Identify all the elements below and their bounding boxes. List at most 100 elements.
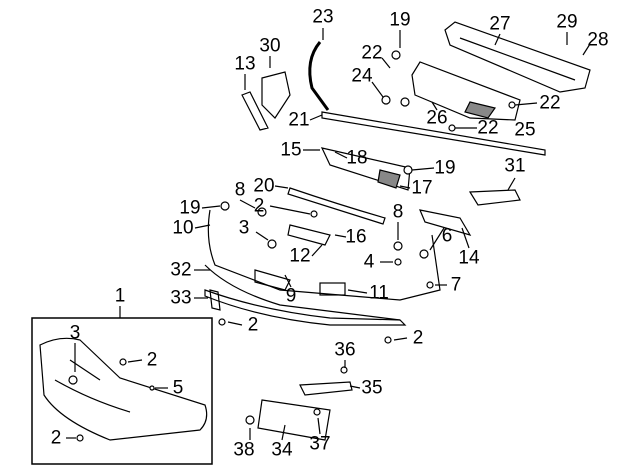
fasteners-part — [340, 366, 348, 374]
bumper-cover-assembly — [39, 337, 208, 441]
bracket-30 — [261, 71, 291, 119]
callout-label: 17 — [411, 177, 433, 199]
fasteners-part — [508, 101, 516, 109]
callout-label: 5 — [172, 377, 184, 399]
fasteners-part — [313, 408, 321, 416]
bumper-lower-edge — [204, 264, 401, 321]
callout-label: 3 — [238, 217, 250, 239]
leader-arrows-part — [514, 102, 538, 106]
leader-arrows-part — [371, 81, 384, 98]
callout-label: 6 — [441, 225, 453, 247]
callout-label: 8 — [392, 201, 404, 223]
leader-arrows-part — [461, 227, 470, 249]
leader-arrows-part — [269, 205, 311, 215]
fasteners-part — [149, 385, 155, 391]
callout-label: 14 — [458, 247, 480, 269]
callout-label: 22 — [539, 92, 561, 114]
callout-label: 18 — [346, 147, 368, 169]
license-plate-34 — [257, 399, 331, 441]
leader-arrows-part — [239, 199, 256, 209]
fasteners-part — [394, 258, 402, 266]
callout-label: 10 — [172, 217, 194, 239]
fasteners-part — [403, 165, 413, 175]
callout-label: 23 — [312, 6, 334, 28]
callout-label: 19 — [434, 157, 456, 179]
upper-strip — [321, 111, 546, 156]
callout-label: 9 — [285, 285, 297, 307]
callout-label: 36 — [334, 339, 356, 361]
absorber-mesh — [464, 101, 496, 119]
leader-arrows-part — [429, 227, 445, 251]
callout-label: 4 — [363, 251, 375, 273]
callout-label: 1 — [114, 285, 126, 307]
grille-support — [320, 147, 411, 191]
callout-label: 31 — [504, 155, 526, 177]
part-12 — [287, 224, 331, 246]
fasteners-part — [68, 375, 78, 385]
fasteners-part — [310, 210, 318, 218]
leader-arrows-part — [309, 114, 323, 121]
fasteners-part — [245, 415, 255, 425]
fasteners-part — [393, 241, 403, 251]
bumper-cover-detail — [54, 359, 131, 413]
callout-label: 26 — [426, 107, 448, 129]
leader-arrows-part — [381, 57, 391, 69]
fog-lamp-31 — [468, 189, 521, 206]
callout-label: 2 — [253, 195, 265, 217]
leader-arrows-part — [127, 359, 143, 363]
callout-label: 19 — [179, 197, 201, 219]
leader-arrows-part — [317, 417, 321, 435]
callout-label: 28 — [587, 29, 609, 51]
bracket-13 — [241, 91, 269, 131]
leader-arrows-part — [255, 231, 269, 241]
fasteners-part — [391, 50, 401, 60]
leader-arrows-part — [281, 424, 286, 441]
bracket-33 — [209, 289, 221, 311]
molding-23 — [308, 41, 330, 111]
callout-label: 37 — [309, 433, 331, 455]
callout-label: 19 — [389, 9, 411, 31]
fasteners-part — [400, 97, 410, 107]
callout-label: 25 — [514, 119, 536, 141]
callout-label: 15 — [280, 139, 302, 161]
callout-label: 24 — [351, 65, 373, 87]
bumper-cover-32 — [207, 209, 441, 301]
part-9 — [254, 269, 291, 291]
leader-arrows-part — [582, 43, 591, 56]
leader-arrows-part — [349, 385, 361, 389]
leader-arrows-part — [284, 274, 292, 288]
impact-bar-detail — [459, 37, 576, 81]
fasteners-part — [448, 124, 456, 132]
grille-14 — [419, 209, 472, 236]
callout-label: 30 — [259, 35, 281, 57]
fasteners-part — [267, 239, 277, 249]
fasteners-part — [218, 318, 226, 326]
fasteners — [68, 50, 516, 442]
leader-arrows — [66, 28, 591, 441]
fasteners-part — [384, 336, 392, 344]
fasteners-part — [119, 358, 127, 366]
leader-arrows-part — [347, 289, 368, 294]
leader-arrows-part — [227, 321, 243, 326]
fasteners-part — [220, 201, 230, 211]
callout-label: 11 — [369, 282, 389, 304]
callout-label: 27 — [489, 13, 511, 35]
leader-arrows-part — [311, 244, 323, 257]
leader-arrows-part — [507, 177, 516, 191]
leader-arrows-part — [494, 33, 501, 46]
fasteners-part — [76, 434, 84, 442]
callout-label: 3 — [69, 322, 81, 344]
fasteners-part — [426, 281, 434, 289]
callout-label: 2 — [412, 327, 424, 349]
leader-arrows-part — [393, 337, 408, 341]
leader-arrows-part — [431, 101, 438, 111]
callout-label: 33 — [170, 287, 192, 309]
callout-label: 35 — [361, 377, 383, 399]
leader-arrows-part — [334, 151, 348, 159]
callout-label: 8 — [234, 179, 246, 201]
callout-label: 2 — [247, 314, 259, 336]
callout-label: 2 — [146, 349, 158, 371]
callout-label: 34 — [271, 439, 293, 461]
